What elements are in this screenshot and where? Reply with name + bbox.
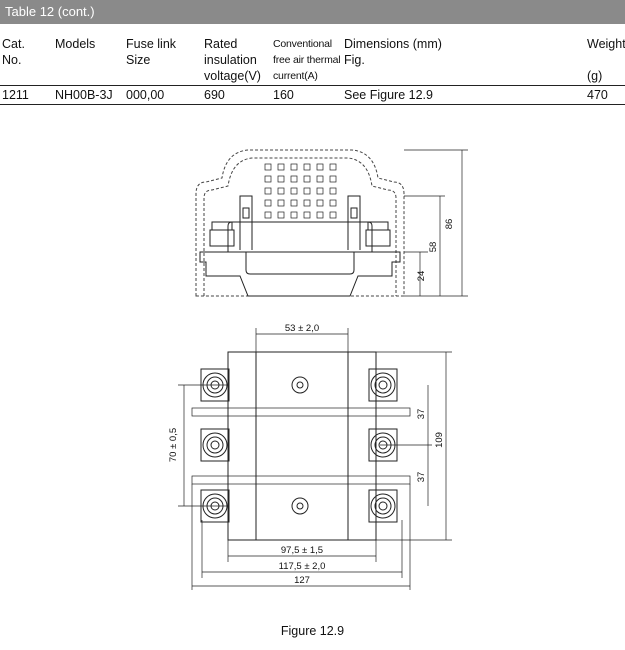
grid-slot — [303, 163, 311, 171]
grid-slot — [277, 175, 285, 183]
dim-side-total: 86 — [444, 219, 455, 230]
grid-slot — [316, 175, 324, 183]
grid-slot — [264, 175, 272, 183]
header-models: Models — [55, 37, 96, 51]
grid-slot — [277, 163, 285, 171]
grid-slot — [264, 163, 272, 171]
grid-slot — [303, 175, 311, 183]
header-weight: Weight (g) — [587, 37, 625, 83]
terminal-bolt — [368, 368, 398, 402]
grid-slot — [303, 187, 311, 195]
dim-side-base: 24 — [416, 271, 427, 282]
dim-side-mid: 58 — [428, 242, 439, 253]
cell-fuse-link-size: 000,00 — [126, 88, 165, 102]
cell-current: 160 — [273, 88, 294, 102]
table-title-bar: Table 12 (cont.) — [0, 0, 625, 24]
grid-slot — [290, 199, 298, 207]
grid-slot — [277, 211, 285, 219]
header-rule — [0, 85, 625, 86]
grid-slot — [290, 187, 298, 195]
grid-slot — [316, 163, 324, 171]
dim-top-width: 53 ± 2,0 — [285, 323, 319, 334]
grid-slot — [329, 211, 337, 219]
header-rated-insulation-voltage: Rated insulation voltage(V) — [204, 37, 261, 83]
grid-slot — [329, 175, 337, 183]
terminal-bolt — [200, 428, 230, 462]
dim-right-upper: 37 — [416, 409, 427, 420]
ventilation-grid — [264, 163, 337, 219]
header-fuse-link-size: Fuse link Size — [126, 37, 177, 67]
cell-voltage: 690 — [204, 88, 225, 102]
cell-model: NH00B-3J — [55, 88, 113, 102]
table-title: Table 12 (cont.) — [5, 4, 95, 19]
grid-slot — [264, 211, 272, 219]
top-view: 53 ± 2,0 70 ± 0,5 109 37 37 97,5 ± 1,5 1… — [168, 323, 452, 590]
dim-width-outer: 127 — [294, 575, 310, 586]
grid-slot — [277, 199, 285, 207]
cell-cat-no: 1211 — [2, 88, 29, 102]
header-cat-no: Cat. No. — [2, 37, 25, 67]
dim-right-lower: 37 — [416, 472, 427, 483]
dim-width-inner: 97,5 ± 1,5 — [281, 545, 323, 556]
grid-slot — [329, 199, 337, 207]
cell-figure-ref: See Figure 12.9 — [344, 88, 433, 102]
cell-weight: 470 — [587, 88, 608, 102]
dim-right-total: 109 — [434, 432, 445, 448]
side-view: 86 58 24 — [195, 149, 468, 297]
grid-slot — [303, 199, 311, 207]
grid-slot — [303, 211, 311, 219]
grid-slot — [277, 187, 285, 195]
grid-slot — [290, 211, 298, 219]
grid-slot — [290, 163, 298, 171]
grid-slot — [316, 187, 324, 195]
grid-slot — [329, 187, 337, 195]
row-rule — [0, 104, 625, 105]
dim-width-mid: 117,5 ± 2,0 — [279, 561, 326, 572]
grid-slot — [264, 187, 272, 195]
header-conventional-current: Conventional free air thermal current(A) — [273, 38, 341, 82]
grid-slot — [264, 199, 272, 207]
grid-slot — [290, 175, 298, 183]
dim-left-height: 70 ± 0,5 — [168, 428, 179, 462]
header-dimensions: Dimensions (mm) Fig. — [344, 37, 442, 67]
grid-slot — [316, 211, 324, 219]
grid-slot — [316, 199, 324, 207]
terminal-bolt — [368, 489, 398, 523]
grid-slot — [329, 163, 337, 171]
figure-caption: Figure 12.9 — [280, 624, 345, 638]
